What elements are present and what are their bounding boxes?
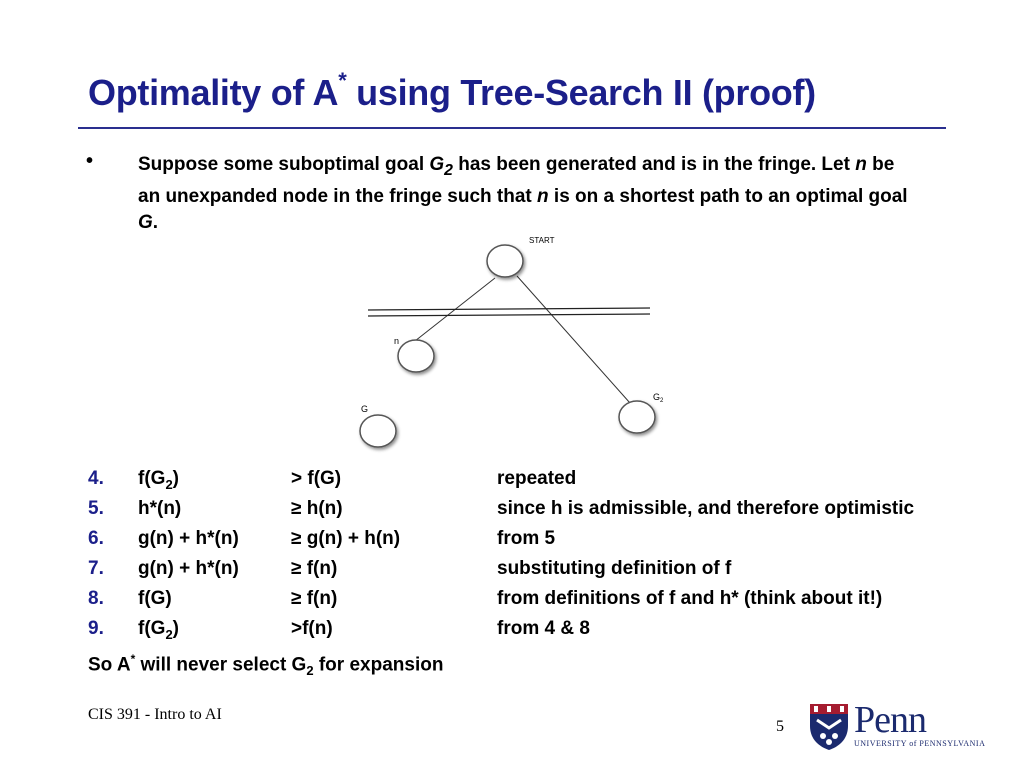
title-superscript: * [338,68,347,93]
step-reason: since h is admissible, and therefore opt… [497,498,915,519]
step-relation: ≥ g(n) + h(n) [291,528,401,549]
step-relation: ≥ f(n) [291,588,338,609]
step-lhs-subscript: 2 [165,476,173,492]
bullet-dot: • [86,150,94,172]
title-underline [78,127,946,129]
step-relation: >f(n) [291,618,333,639]
g2-label: G2 [653,392,664,404]
step-relation: ≥ f(n) [291,558,338,579]
step-lhs-close: ) [172,468,179,489]
step-reason: repeated [497,468,577,489]
bullet-g2: G2 [429,154,453,179]
conclusion-subscript: 2 [306,663,314,679]
step-lhs-subscript: 2 [165,626,173,642]
step-reason: substituting definition of f [497,558,732,579]
search-tree-diagram: START n G G2 [359,236,664,448]
step-reason: from 4 & 8 [497,618,590,639]
g-label: G [361,404,368,414]
penn-shield-icon [810,704,848,750]
step-lhs: f(G2) [138,618,179,642]
bullet-part: . [152,211,159,233]
g2-label-subscript: 2 [660,398,664,404]
step-lhs: f(G2) [138,468,179,492]
g2-node [618,400,656,434]
step-lhs-text: h*(n) [138,498,182,519]
n-label: n [394,336,399,346]
g2-label-letter: G [653,392,660,402]
conclusion: So A* will never select G2 for expansion [88,652,443,678]
bullet-n: n [537,185,549,207]
step-number: 6. [88,528,104,549]
title-main: Optimality of A [88,72,339,113]
step-number: 4. [88,468,104,489]
bullet-g2-subscript: 2 [444,161,453,179]
step-reason: from 5 [497,528,556,549]
step-relation: > f(G) [291,468,342,489]
step-lhs-text: g(n) + h*(n) [138,528,239,549]
step-number: 5. [88,498,104,519]
step-lhs: g(n) + h*(n) [138,528,239,550]
step-lhs-text: g(n) + h*(n) [138,558,239,579]
page-number: 5 [776,718,784,735]
step-lhs-text: f(G) [138,588,172,609]
conclusion-part: will never select G [135,654,307,676]
bullet-part: be an unexpanded node in the fringe such… [138,154,895,207]
step-relation: ≥ h(n) [291,498,343,519]
bullet-part: Suppose some suboptimal goal [138,154,430,175]
step-lhs: f(G) [138,588,172,610]
start-node [486,244,524,278]
step-lhs-text: f(G [138,618,166,639]
bullet-n: n [855,154,867,175]
bullet-g: G [138,211,153,233]
step-lhs-close: ) [172,618,179,639]
conclusion-superscript: * [130,652,136,666]
penn-university-text: UNIVERSITY of PENNSYLVANIA [854,739,986,748]
conclusion-part: So A [88,654,131,676]
penn-wordmark: Penn [854,699,927,741]
start-label: START [529,236,555,245]
step-lhs: g(n) + h*(n) [138,558,239,580]
step-lhs-text: f(G [138,468,166,489]
penn-logo: Penn UNIVERSITY of PENNSYLVANIA [808,699,985,752]
edge-start-g2 [516,275,631,404]
step-number: 7. [88,558,104,579]
bullet-part: has been generated and is in the fringe.… [452,154,856,175]
bullet-part: is on a shortest path to an optimal goal [548,185,908,207]
slide-title: Optimality of A* using Tree-Search II (p… [88,68,816,114]
n-node [397,339,435,373]
step-lhs: h*(n) [138,498,181,520]
footer-course: CIS 391 - Intro to AI [88,706,222,723]
step-number: 9. [88,618,104,639]
title-rest: using Tree-Search II (proof) [346,72,816,113]
fringe-line-bottom [367,313,651,317]
bullet-text: Suppose some suboptimal goal G2 has been… [138,152,918,236]
fringe-line-top [367,307,651,311]
bullet-g2-letter: G [429,154,445,175]
conclusion-part: for expansion [313,654,444,676]
step-reason: from definitions of f and h* (think abou… [497,588,883,609]
step-number: 8. [88,588,104,609]
g-node [359,414,397,448]
